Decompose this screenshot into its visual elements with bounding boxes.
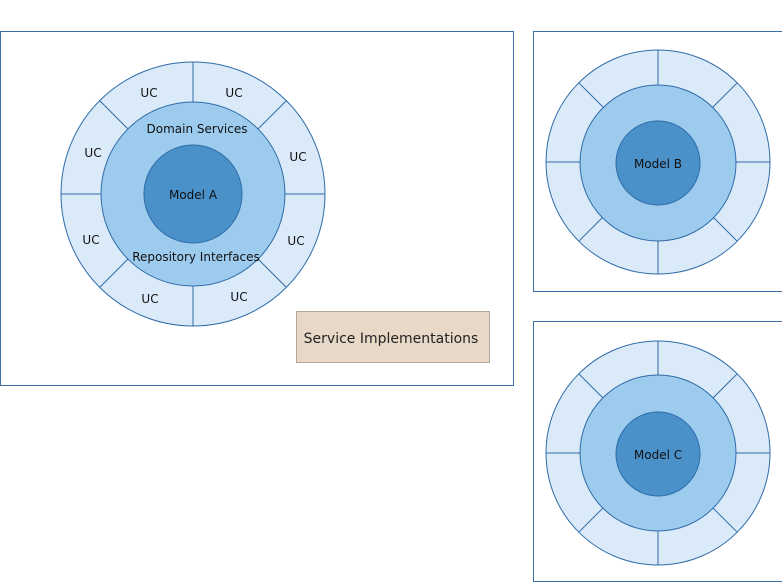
use-case-label: UC: [84, 146, 101, 160]
ring-divider: [578, 506, 605, 533]
use-case-label: UC: [230, 290, 247, 304]
context-a-model-label: Model A: [169, 188, 218, 202]
context-b-ring-dividers: [546, 50, 770, 274]
repository-interfaces-label: Repository Interfaces: [132, 250, 260, 264]
ring-divider: [578, 373, 605, 400]
ring-divider: [711, 82, 738, 109]
domain-services-label: Domain Services: [147, 122, 248, 136]
context-b: Model B: [533, 31, 782, 292]
context-c-model-core: [615, 411, 701, 497]
context-c: Model C: [533, 321, 782, 582]
ring-divider: [99, 257, 130, 288]
context-b-model-label: Model B: [634, 157, 682, 171]
context-c-model-label: Model C: [634, 448, 682, 462]
ring-divider: [256, 100, 287, 131]
ring-divider: [99, 100, 130, 131]
context-c-ring-dividers: [546, 341, 770, 565]
use-case-label: UC: [141, 292, 158, 306]
ring-divider: [711, 506, 738, 533]
ring-divider: [578, 215, 605, 242]
ring-divider: [711, 373, 738, 400]
use-case-label: UC: [225, 86, 242, 100]
ring-divider: [256, 257, 287, 288]
service-implementations-box: [296, 311, 490, 363]
context-a-model-core: [143, 144, 243, 244]
use-case-label: UC: [287, 234, 304, 248]
service-implementations-label: Service Implementations: [304, 331, 479, 347]
context-a: Model A Domain Services Repository Inter…: [0, 31, 514, 386]
use-case-label: UC: [140, 86, 157, 100]
use-case-label: UC: [82, 233, 99, 247]
context-a-use-case-dividers: [61, 62, 325, 326]
ring-divider: [711, 215, 738, 242]
use-case-label: UC: [289, 150, 306, 164]
context-b-model-core: [615, 120, 701, 206]
ring-divider: [578, 82, 605, 109]
